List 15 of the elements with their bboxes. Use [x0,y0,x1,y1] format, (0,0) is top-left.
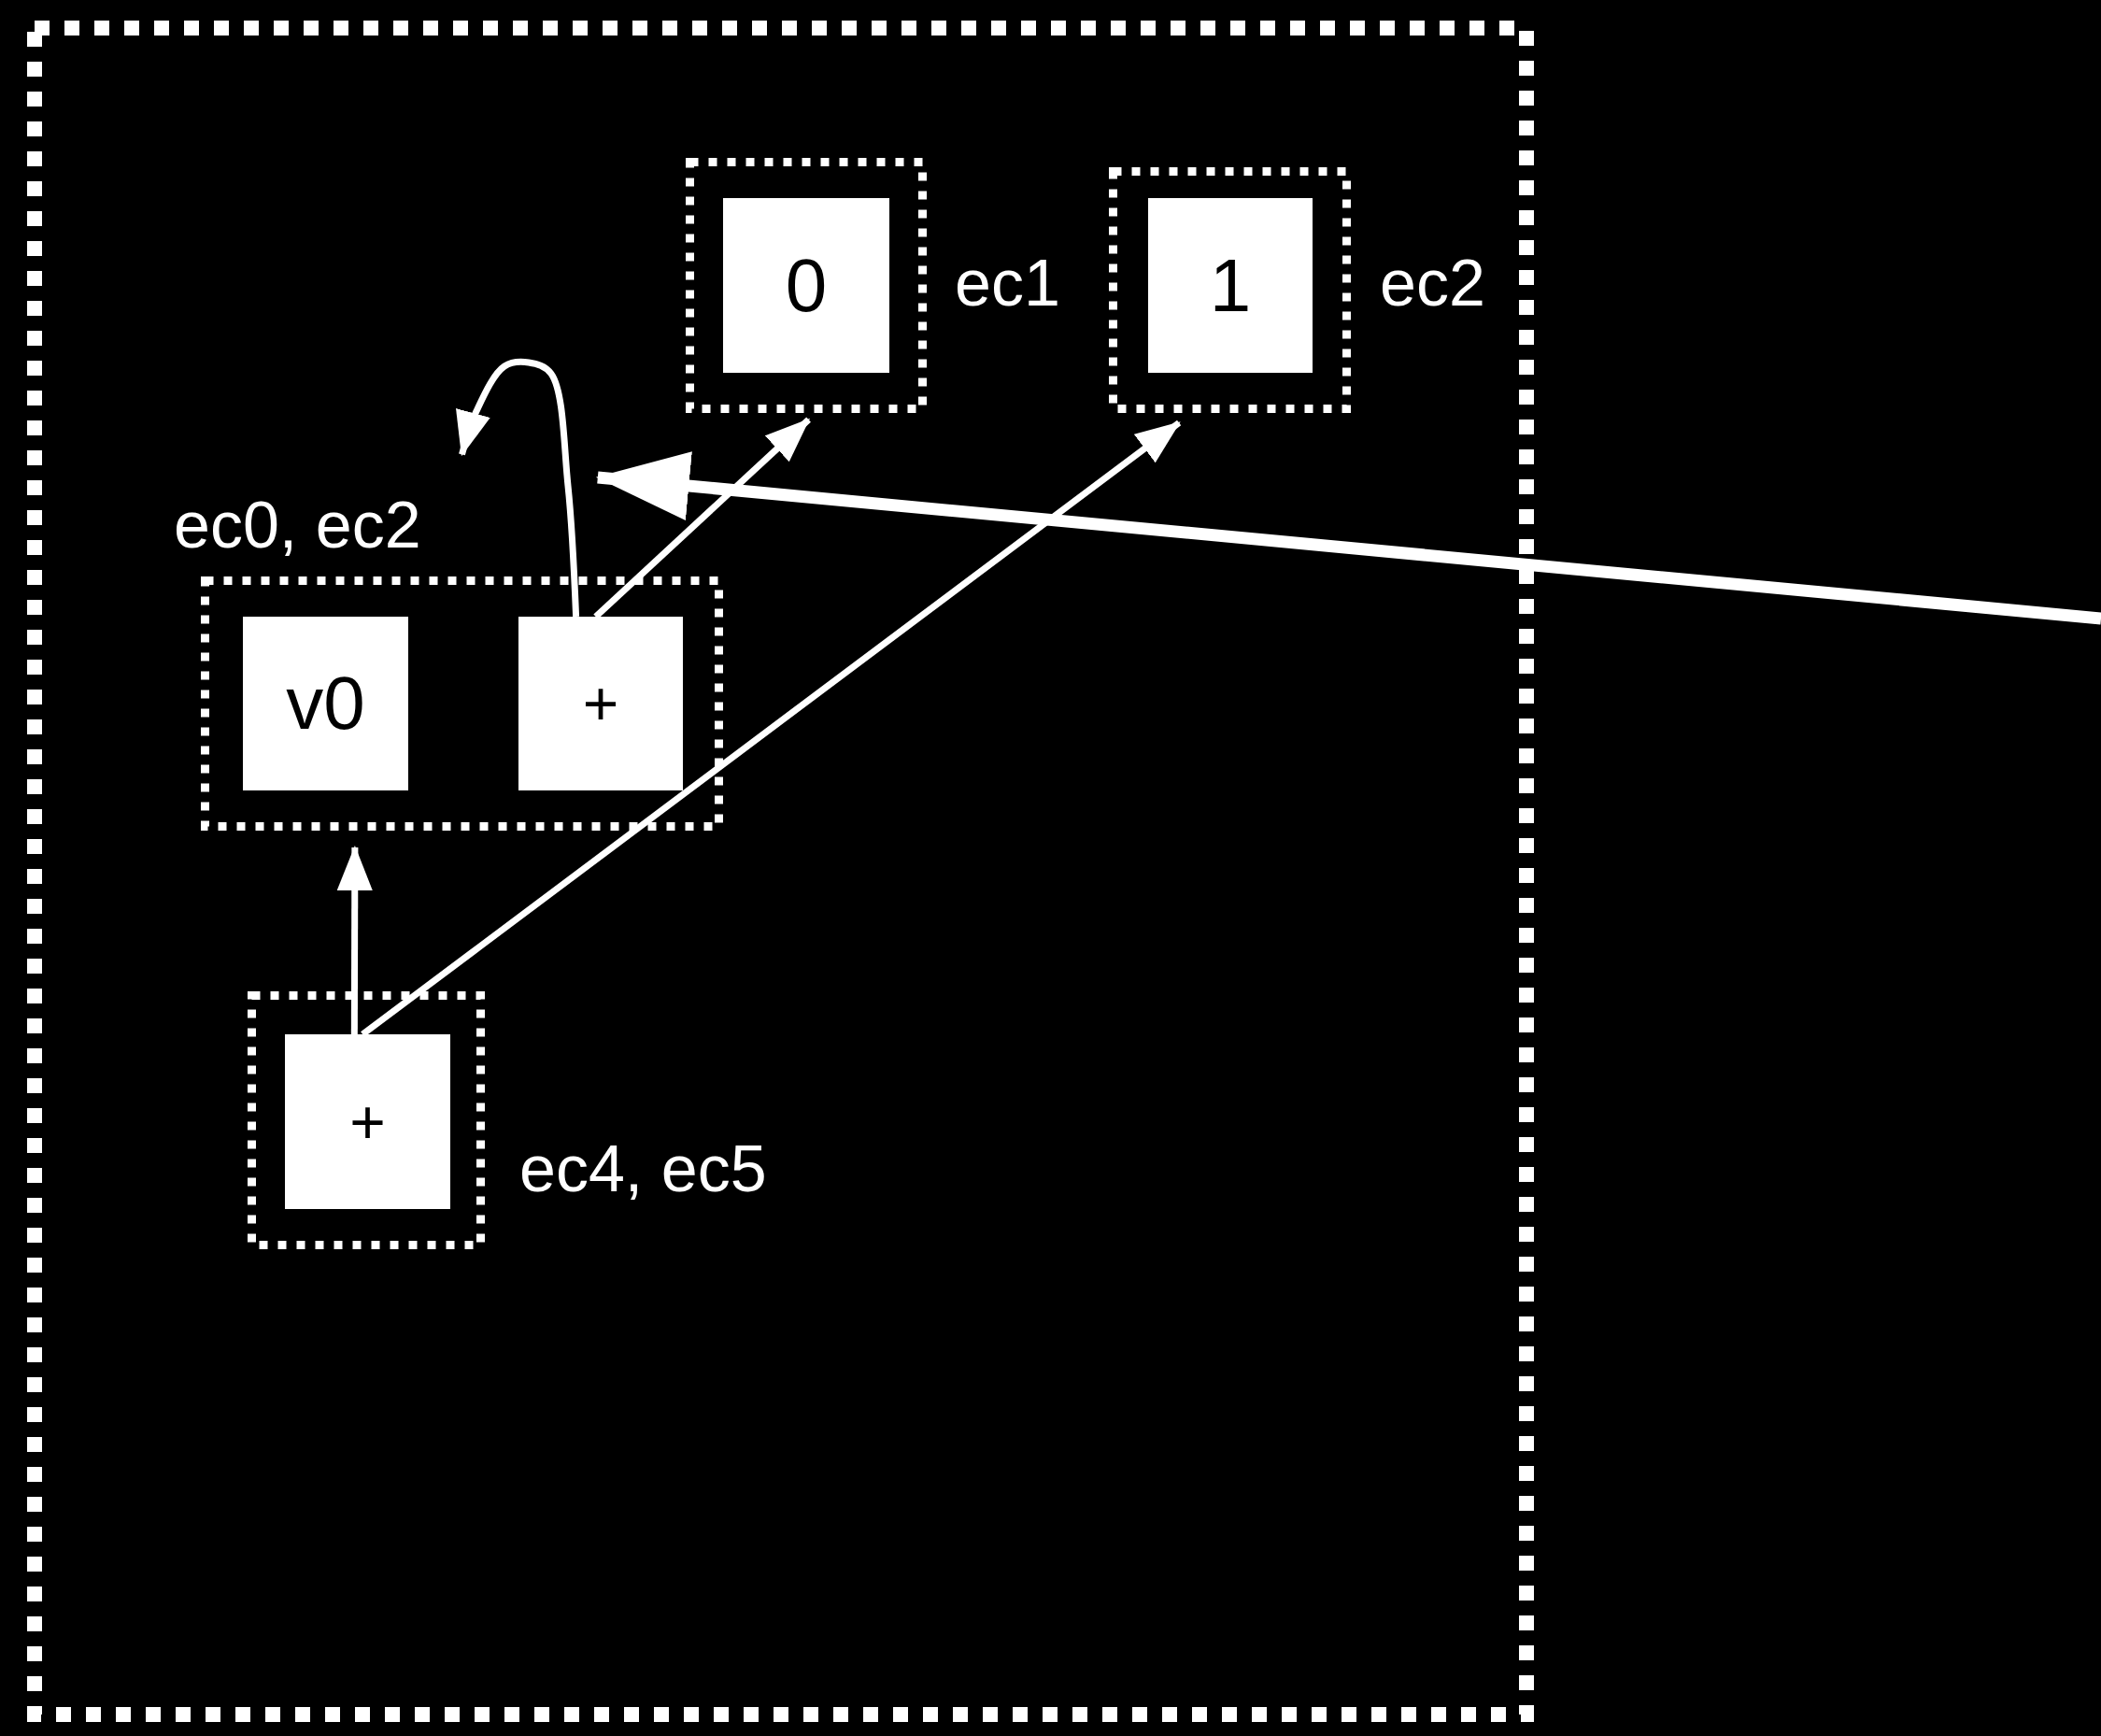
group-label: ec1 [955,250,1060,316]
term-box: 1 [1148,198,1313,373]
arrow [595,451,2101,625]
group-label: ec0, ec2 [174,492,421,558]
dashed-frame [27,21,1534,1722]
term-box: v0 [243,617,408,790]
arrow [456,358,580,618]
term-box: 0 [723,198,889,373]
arrow [593,417,811,619]
term-box: + [285,1034,450,1209]
arrow [336,845,373,1034]
arrow [361,420,1182,1037]
group-label: ec4, ec5 [519,1136,767,1202]
group-label: ec2 [1380,250,1485,316]
term-box: + [518,617,683,790]
